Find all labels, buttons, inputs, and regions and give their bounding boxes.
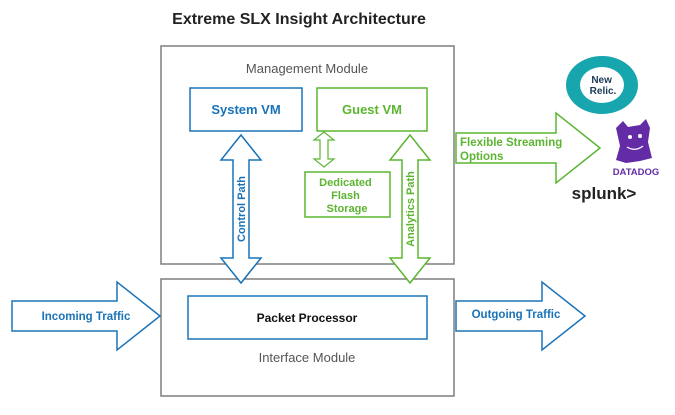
system-vm-box [189,87,303,132]
diagram-title: Extreme SLX Insight Architecture [172,11,426,28]
flash-storage-box [304,171,391,218]
storage-link-double-arrow [312,131,336,168]
analytics-path-label: Analytics Path [405,171,417,247]
splunk-logo: splunk> [572,184,637,203]
datadog-dog-icon [616,119,652,163]
interface-module-box [160,278,455,397]
streaming-arrow [455,111,602,185]
packet-processor-label: Packet Processor [257,311,358,325]
new-relic-line-1: New [591,75,612,86]
control-path-arrow [219,133,263,285]
guest-vm-label: Guest VM [342,102,402,117]
datadog-logo-text: DATADOG [613,167,660,178]
interface-module-label: Interface Module [259,350,356,365]
new-relic-logo: New Relic. [566,56,638,114]
packet-processor-box [187,295,428,340]
incoming-traffic-arrow [11,280,162,352]
new-relic-line-2: Relic. [590,86,617,97]
analytics-path-arrow [388,133,432,285]
system-vm-label: System VM [211,102,280,117]
datadog-logo: DATADOG [613,119,660,178]
outgoing-traffic-label: Outgoing Traffic [472,309,561,321]
streaming-label: Flexible Streaming Options [460,137,565,163]
flash-storage-label: Dedicated Flash Storage [319,177,375,215]
streaming-line-1: Flexible Streaming [460,137,562,149]
incoming-traffic-label: Incoming Traffic [42,311,131,323]
guest-vm-box [316,87,428,132]
new-relic-logo-text: New Relic. [590,75,617,97]
control-path-label: Control Path [236,176,248,242]
streaming-line-2: Options [460,151,503,163]
management-module-label: Management Module [246,61,368,76]
flash-storage-line-1: Dedicated [319,177,372,189]
management-module-box [160,45,455,265]
outgoing-traffic-arrow [455,280,587,352]
flash-storage-line-3: Storage [327,203,368,215]
flash-storage-line-2: Flash [331,190,360,202]
